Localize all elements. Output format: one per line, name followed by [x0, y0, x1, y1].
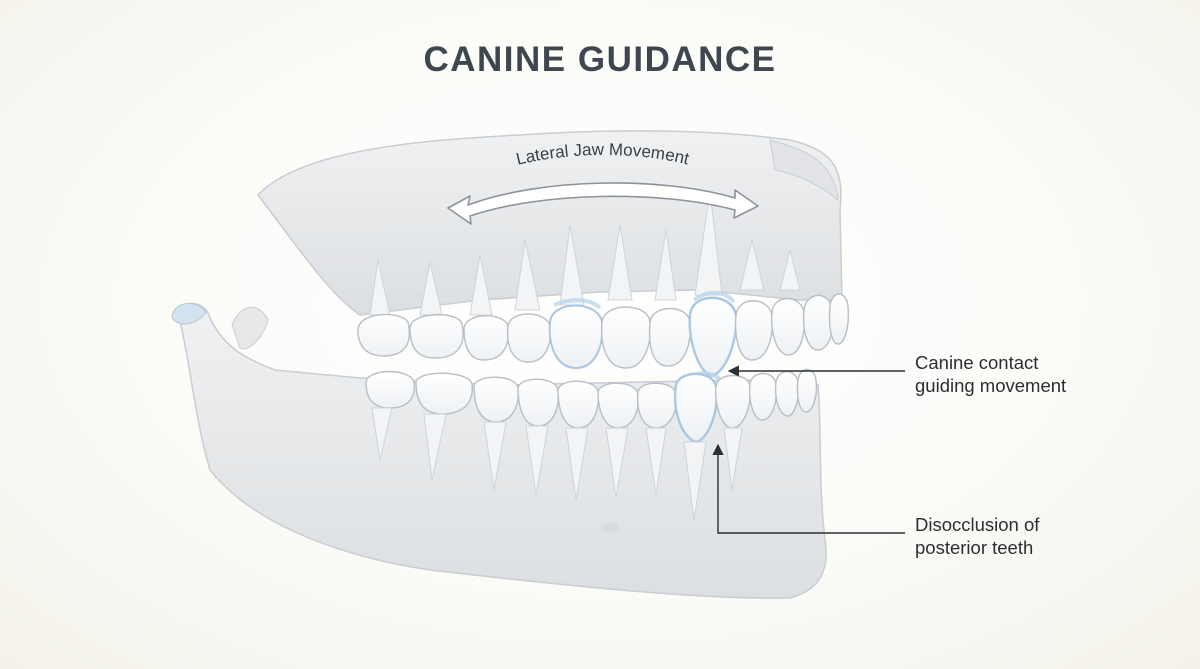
callout-canine-contact-line1: Canine contact: [915, 352, 1039, 373]
leader-line-disocclusion: [712, 443, 905, 534]
lateral-movement-arrow: [447, 182, 759, 225]
upper-teeth: [357, 293, 850, 378]
condyle-cap: [171, 303, 207, 325]
upper-roots: [369, 189, 801, 316]
lower-teeth: [365, 368, 818, 444]
diagram-title: CANINE GUIDANCE: [423, 40, 777, 79]
callout-canine-contact-line2: guiding movement: [915, 375, 1067, 396]
maxilla: [257, 130, 843, 316]
cheekbone: [769, 139, 839, 202]
coronoid-process: [231, 307, 269, 350]
mental-foramen: [601, 523, 619, 533]
callout-disocclusion-line2: posterior teeth: [915, 537, 1034, 558]
lower-roots: [371, 407, 743, 521]
mandible: [177, 303, 827, 599]
callout-disocclusion: Disocclusion of posterior teeth: [915, 513, 1039, 559]
callout-disocclusion-line1: Disocclusion of: [915, 514, 1040, 535]
callout-canine-contact: Canine contact guiding movement: [915, 351, 1066, 397]
